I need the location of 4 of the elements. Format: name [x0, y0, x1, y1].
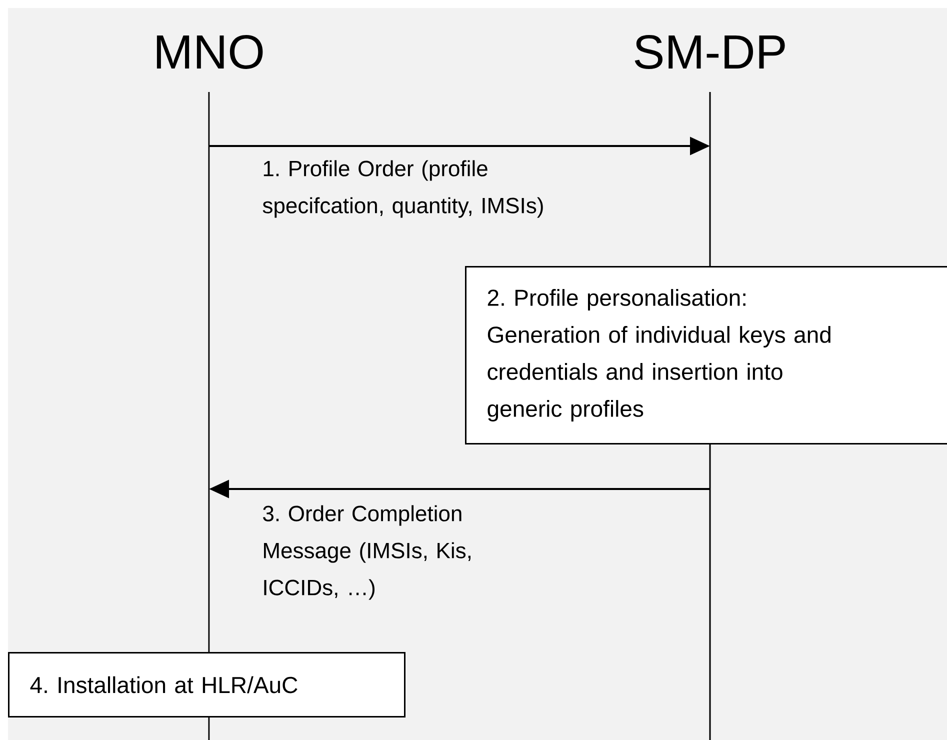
edge-label: 1. Profile Order (profile specifcation, quantity, IMSIs) [262, 160, 543, 218]
process-box: 4. Installation at HLR/AuC [8, 652, 406, 718]
process-box: 2. Profile personalisation: Generation of individual keys and credentials and insertion into generic profiles [465, 266, 947, 444]
edge-label: 3. Order Completion Message (IMSIs, Kis, ICCIDs, …) [263, 505, 470, 600]
